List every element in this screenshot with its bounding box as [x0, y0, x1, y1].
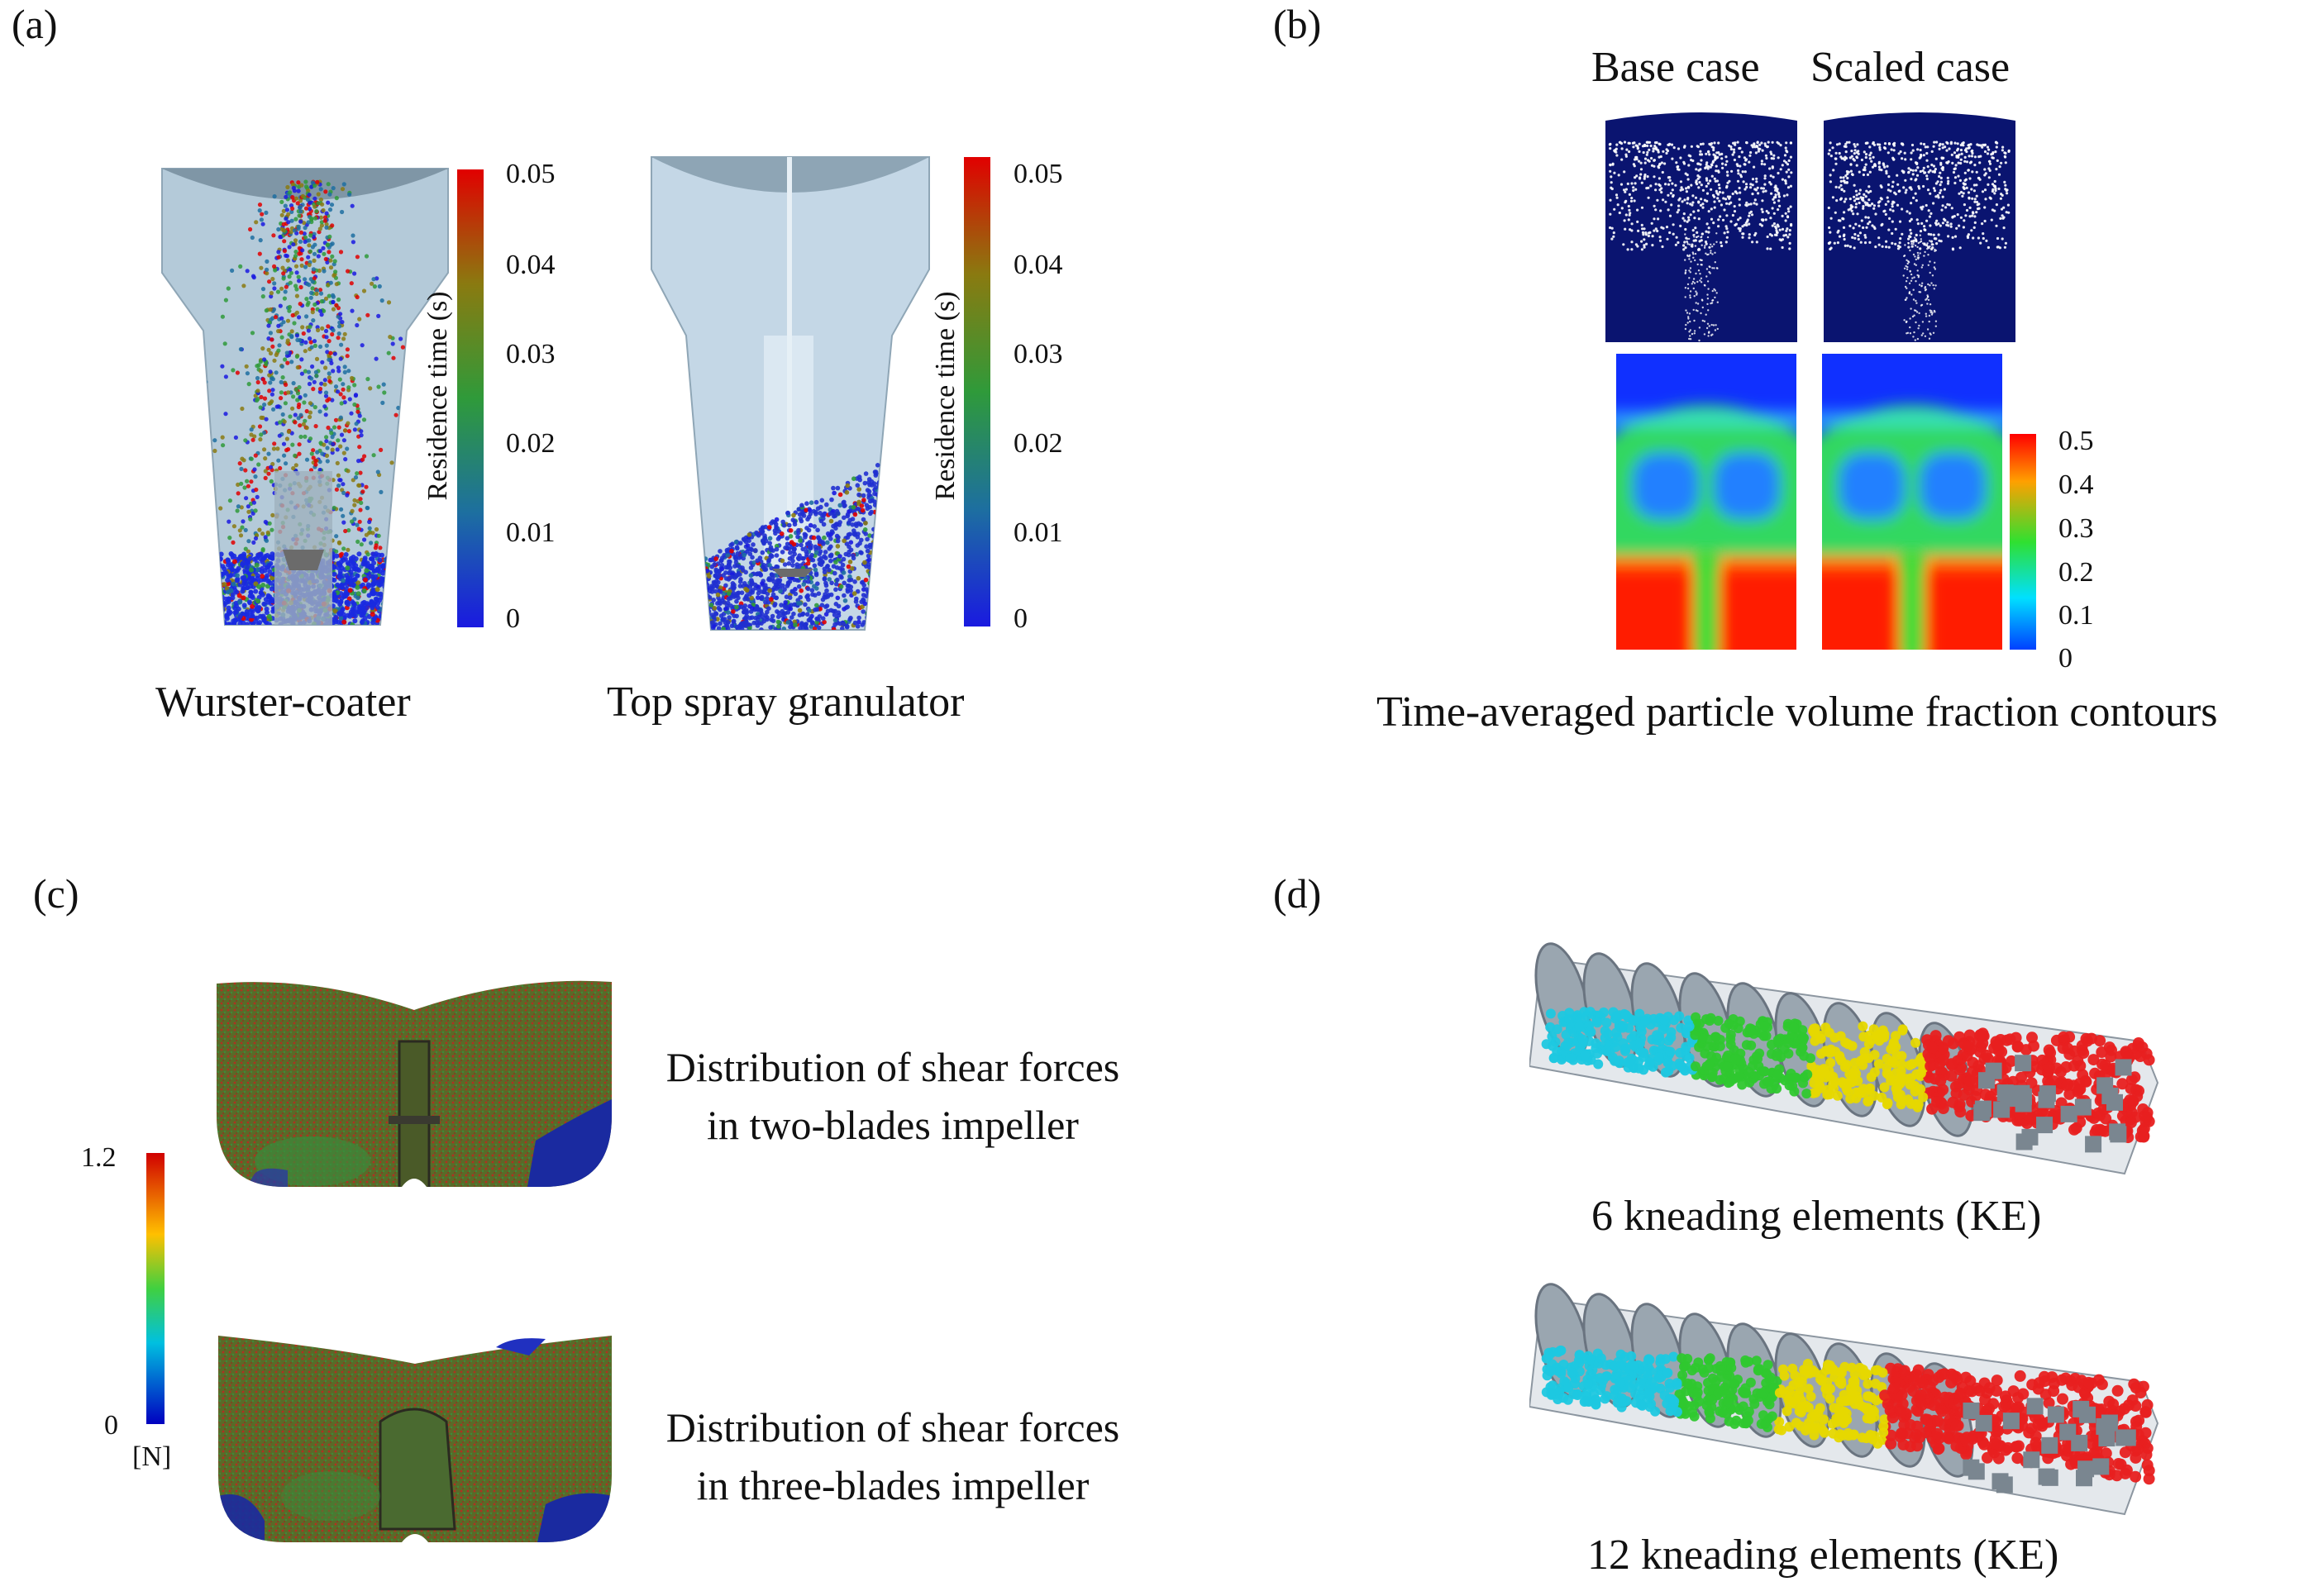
colorbar-a2-tick: 0.01 — [1014, 517, 1063, 548]
caption-6-kneading-elements: 6 kneading elements (KE) — [1591, 1193, 2042, 1240]
kneading-6ke-barrel — [1529, 942, 2159, 1175]
scaled-case-particle-snapshot — [1824, 112, 2015, 342]
caption-top-spray-granulator: Top spray granulator — [607, 679, 965, 726]
colorbar-b-tick: 0.2 — [2058, 557, 2094, 588]
top-spray-granulator-image — [651, 156, 930, 631]
colorbar-a2-tick: 0.02 — [1014, 428, 1063, 459]
kneading-6ke-screw-image — [1529, 942, 2159, 1175]
caption-two-blades-line-1: Distribution of shear forces — [665, 1044, 1120, 1090]
colorbar-c-tick: 0 — [104, 1410, 118, 1441]
colorbar-b-tick: 0.5 — [2058, 426, 2094, 456]
caption-two-blades-line-2: in two-blades impeller — [707, 1102, 1079, 1148]
colorbar-a2-tick: 0 — [1014, 603, 1028, 634]
colorbar-c-tick: 1.2 — [81, 1142, 117, 1173]
column-title-scaled-case: Scaled case — [1810, 44, 2011, 91]
colorbar-b — [2010, 434, 2036, 650]
kneading-12ke-barrel — [1529, 1283, 2159, 1516]
caption-volume-fraction-contours: Time-averaged particle volume fraction c… — [1376, 688, 2218, 736]
colorbar-a2-tick: 0.03 — [1014, 339, 1063, 369]
colorbar-a1-tick: 0.03 — [506, 339, 556, 369]
colorbar-a1-tick: 0 — [506, 603, 520, 634]
panel-d-letter: (d) — [1273, 870, 1322, 917]
colorbar-b-tick: 0.1 — [2058, 600, 2094, 631]
colorbar-b-tick: 0 — [2058, 643, 2073, 674]
scaled-case-volume-fraction-contour — [1822, 354, 2002, 650]
kneading-12ke-screw-image — [1529, 1283, 2159, 1516]
panel-c-letter: (c) — [33, 870, 79, 917]
two-blades-impeller-shear-image — [217, 980, 612, 1187]
wurster-coater-image — [161, 168, 449, 626]
column-title-base-case: Base case — [1591, 44, 1760, 91]
colorbar-a2-title: Residence time (s) — [930, 291, 961, 501]
colorbar-a1-tick: 0.01 — [506, 517, 556, 548]
colorbar-b-tick: 0.3 — [2058, 513, 2094, 544]
colorbar-a2 — [964, 157, 990, 626]
caption-three-blades-line-1: Distribution of shear forces — [665, 1404, 1120, 1451]
colorbar-c — [146, 1153, 165, 1424]
colorbar-a1-title: Residence time (s) — [422, 291, 453, 501]
colorbar-a1-tick: 0.04 — [506, 250, 556, 280]
caption-three-blades-impeller: Distribution of shear forces in three-bl… — [628, 1398, 1157, 1514]
caption-12-kneading-elements: 12 kneading elements (KE) — [1587, 1532, 2059, 1579]
colorbar-a1 — [457, 169, 484, 627]
base-case-volume-fraction-contour — [1616, 354, 1796, 650]
colorbar-a2-tick: 0.04 — [1014, 250, 1063, 280]
colorbar-c-unit: [N] — [132, 1441, 172, 1472]
colorbar-b-tick: 0.4 — [2058, 469, 2094, 500]
caption-wurster-coater: Wurster-coater — [155, 679, 411, 726]
three-blades-impeller-shear-image — [218, 1336, 612, 1542]
caption-three-blades-line-2: in three-blades impeller — [696, 1462, 1090, 1508]
caption-two-blades-impeller: Distribution of shear forces in two-blad… — [628, 1038, 1157, 1154]
colorbar-a2-tick: 0.05 — [1014, 159, 1063, 189]
colorbar-a1-tick: 0.02 — [506, 428, 556, 459]
colorbar-a1-tick: 0.05 — [506, 159, 556, 189]
panel-b-letter: (b) — [1273, 1, 1322, 47]
panel-a-letter: (a) — [12, 1, 58, 47]
base-case-particle-snapshot — [1605, 112, 1797, 342]
